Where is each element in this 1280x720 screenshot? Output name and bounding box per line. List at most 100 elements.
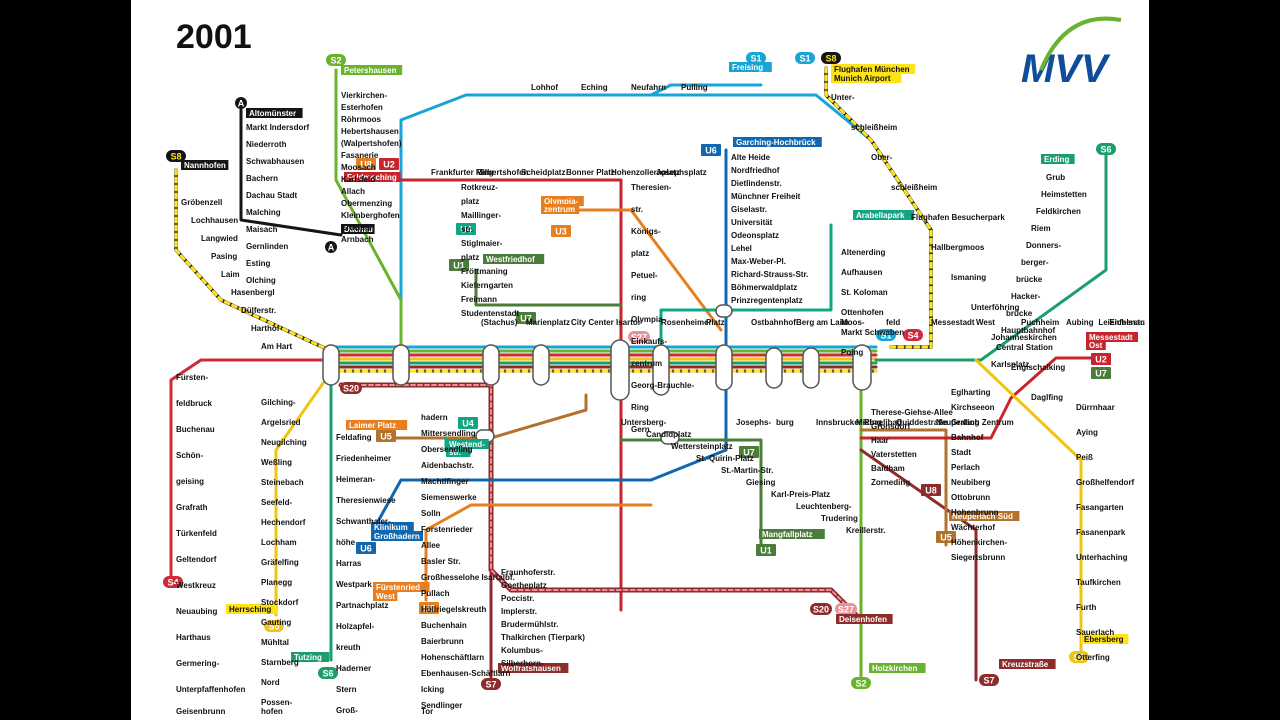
station-label: Eglharting — [951, 388, 991, 397]
svg-text:Erding: Erding — [1044, 155, 1069, 164]
station-label: Grub — [1046, 173, 1065, 182]
station-label: Höllriegelskreuth — [421, 605, 486, 614]
terminal-tag: West — [373, 591, 398, 601]
station-label: Fasanenpark — [1076, 528, 1126, 537]
line-s6-east — [874, 153, 1108, 362]
station-label: Ring — [631, 403, 649, 412]
station-label: zentrum — [631, 359, 662, 368]
station-label: Am Hart — [261, 342, 292, 351]
station-label: Wächterhof — [951, 523, 995, 532]
line-badge-s7: S7 — [481, 678, 501, 690]
svg-text:Ost: Ost — [1089, 341, 1103, 350]
station-label: Hebertshausen — [341, 127, 399, 136]
station-label: Germering- — [176, 659, 219, 668]
station-label: Markt Indersdorf — [246, 123, 309, 132]
station-label: berger- — [1021, 258, 1049, 267]
station-label: Stiglmaier- — [461, 239, 503, 248]
svg-text:S20: S20 — [813, 605, 829, 615]
line-badge-s1: S1 — [876, 329, 896, 341]
station-label: Maisach — [246, 225, 278, 234]
station-label: Malching — [246, 208, 281, 217]
station-label: Implerstr. — [501, 607, 537, 616]
station-label: Hauptbahnhof — [1001, 326, 1056, 335]
svg-text:Kreuzstraße: Kreuzstraße — [1002, 660, 1049, 669]
station-label: hadern — [421, 413, 448, 422]
station-label: brücke — [1006, 309, 1033, 318]
station-label: Argelsried — [261, 418, 301, 427]
station-label: Hohenzollernplatz — [611, 168, 680, 177]
station-label: Isartor — [616, 318, 641, 327]
svg-text:S2: S2 — [855, 679, 866, 689]
station-label: Münchner Freiheit — [731, 192, 801, 201]
station-label: Quiddestraße — [896, 418, 948, 427]
svg-text:Großhadern: Großhadern — [374, 532, 420, 541]
svg-text:Freising: Freising — [732, 63, 763, 72]
terminal-tag: Erding — [1041, 154, 1075, 164]
station-label: Neuperlach Zentrum — [936, 418, 1014, 427]
station-label: Geltendorf — [176, 555, 217, 564]
svg-text:Nannhofen: Nannhofen — [184, 161, 226, 170]
station-label: Silberhorn- — [501, 659, 544, 668]
svg-text:Fürstenried: Fürstenried — [376, 583, 420, 592]
station-label: Kolumbus- — [501, 646, 543, 655]
station-label: Friedenheimer — [336, 454, 391, 463]
station-label: Königs- — [631, 227, 661, 236]
interchange-laim — [392, 344, 410, 386]
svg-text:Wolfratshausen: Wolfratshausen — [501, 664, 561, 673]
station-label: Altenerding — [841, 248, 886, 257]
station-label: feld — [886, 318, 900, 327]
line-badge-u4: U4 — [458, 417, 478, 429]
svg-text:zentrum: zentrum — [544, 205, 575, 214]
station-label: Feldkirchen — [1036, 207, 1081, 216]
station-label: Brudermühlstr. — [501, 620, 558, 629]
station-label: Neufahrn — [631, 83, 666, 92]
logo-swoosh-icon — [1039, 16, 1122, 71]
terminal-tag: Neuperlach Süd — [949, 511, 1020, 521]
station-label: Josephsplatz — [656, 168, 707, 177]
station-label: St.-Quirin-Platz — [696, 454, 754, 463]
station-label: brücke — [1016, 275, 1043, 284]
station-label: Unterhaching — [1076, 553, 1128, 562]
line-paths — [169, 66, 1108, 687]
station-label: Niederroth — [246, 140, 287, 149]
line-a — [239, 108, 343, 237]
station-label: Messestadt — [931, 318, 975, 327]
line-badge-u8: U8 — [921, 484, 941, 496]
station-label: Arnbach — [341, 235, 374, 244]
station-label: Frankfurter Ring — [431, 168, 494, 177]
station-label: Puchheim — [1021, 318, 1059, 327]
station-label: Fasanerie — [341, 151, 379, 160]
svg-text:S8: S8 — [825, 54, 836, 64]
station-label: Planegg — [261, 578, 292, 587]
station-label: Berg am Laim — [796, 318, 849, 327]
logo-text: MVV — [1021, 47, 1111, 91]
svg-text:Flughafen München: Flughafen München — [834, 65, 910, 74]
line-s5-west — [274, 370, 333, 617]
terminal-tag: Dachau — [341, 224, 375, 234]
line-badge-s8: S8 — [821, 52, 841, 64]
station-label: Aying — [1076, 428, 1098, 437]
station-label: Heimeran- — [336, 475, 375, 484]
svg-text:Altomünster: Altomünster — [249, 109, 296, 118]
station-label: Bahnhof — [951, 433, 984, 442]
station-label: Gröbenzell — [181, 198, 222, 207]
station-label: Flughafen Besucherpark — [911, 213, 1005, 222]
line-badge-a: A — [235, 97, 247, 109]
station-label: Aufhausen — [841, 268, 882, 277]
svg-text:Deisenhofen: Deisenhofen — [839, 615, 887, 624]
station-label: Buchenhain — [421, 621, 467, 630]
station-label: Goetheplatz — [501, 581, 547, 590]
svg-text:str.: str. — [449, 448, 461, 457]
terminal-tag: Arabellapark — [853, 210, 915, 220]
line-u2-north — [399, 178, 623, 612]
station-label: Gern — [631, 425, 650, 434]
station-label: Stockdorf — [261, 598, 299, 607]
station-label: Holzapfel- — [336, 622, 375, 631]
terminal-tag: Mangfallplatz — [759, 529, 825, 539]
station-label: Possen- — [261, 698, 292, 707]
station-label: Platz — [706, 318, 725, 327]
station-label: Universität — [731, 218, 773, 227]
line-u3-north — [564, 208, 723, 332]
station-label: Unter- — [831, 93, 855, 102]
